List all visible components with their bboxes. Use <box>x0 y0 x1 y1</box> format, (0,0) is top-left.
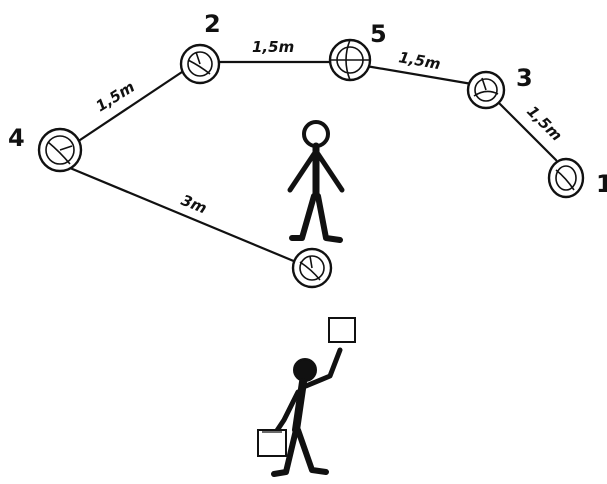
station-label-1: 1 <box>596 170 607 198</box>
distance-label-2-5: 1,5m <box>252 38 294 56</box>
card-raised <box>329 318 355 342</box>
distance-label-3-1: 1,5m <box>523 102 566 145</box>
station-label-5: 5 <box>370 20 387 48</box>
ball-center <box>293 249 331 287</box>
station-label-2: 2 <box>204 10 221 38</box>
distance-label-4-center: 3m <box>179 191 210 217</box>
card-lowered <box>258 430 286 456</box>
link-4-center <box>70 168 296 262</box>
distance-label-5-3: 1,5m <box>397 48 442 73</box>
ball-station-2 <box>181 45 219 83</box>
ball-station-3 <box>468 72 504 108</box>
station-label-3: 3 <box>516 64 533 92</box>
ball-station-4 <box>39 129 81 171</box>
ball-station-5 <box>330 40 370 80</box>
ball-station-1 <box>549 159 583 197</box>
distance-label-4-2: 1,5m <box>93 78 138 116</box>
station-label-4: 4 <box>8 124 25 152</box>
player-figure <box>290 122 342 240</box>
